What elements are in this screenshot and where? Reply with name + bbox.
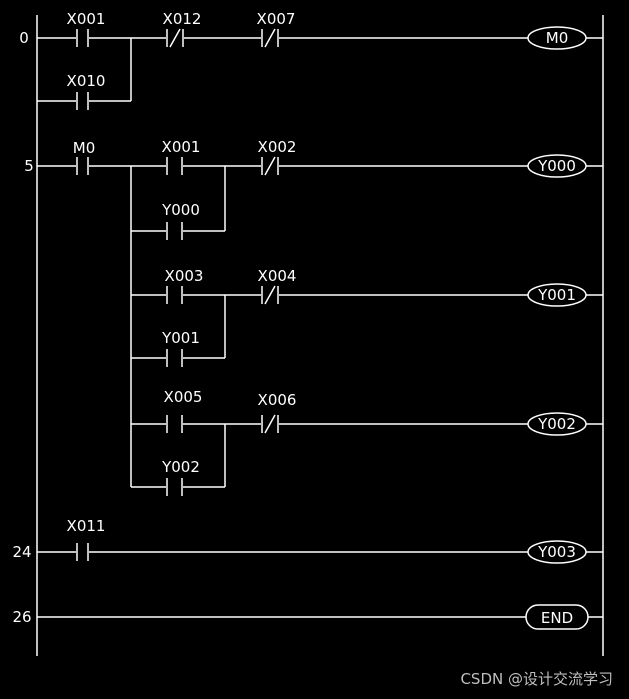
coil-label-y002: Y002 (537, 415, 576, 433)
contact-x012-nc (166, 28, 184, 48)
watermark: CSDN @设计交流学习 (460, 670, 613, 688)
label-x005: X005 (164, 388, 203, 406)
contact-y000-no (166, 222, 183, 240)
end-instruction-box (525, 604, 589, 630)
coil-m0 (527, 26, 587, 50)
contact-x001-no (76, 29, 89, 47)
step-number-24: 24 (12, 543, 31, 561)
end-label: END (541, 609, 573, 627)
label-x002: X002 (258, 138, 297, 156)
label-x006: X006 (258, 391, 297, 409)
contact-x005-no (166, 415, 183, 433)
label-y000: Y000 (161, 201, 200, 219)
coil-y003 (527, 540, 587, 564)
label-x007: X007 (257, 10, 296, 28)
coil-y002 (527, 412, 587, 436)
contact-x004-nc (261, 285, 279, 305)
contact-m0-no (76, 157, 89, 175)
contact-y002-no (166, 478, 183, 496)
coil-y001 (527, 283, 587, 307)
label-x011: X011 (67, 517, 106, 535)
step-number-5: 5 (24, 157, 34, 175)
contact-y001-no (166, 349, 183, 367)
label-m0: M0 (73, 139, 96, 157)
label-x003: X003 (165, 267, 204, 285)
contact-x006-nc (261, 414, 279, 434)
contact-x001-no-rung5 (166, 157, 183, 175)
contact-x002-nc (261, 156, 279, 176)
step-number-26: 26 (12, 608, 31, 626)
label-x001: X001 (67, 10, 106, 28)
step-number-0: 0 (19, 29, 29, 47)
coil-label-m0: M0 (546, 29, 569, 47)
label-y001: Y001 (161, 329, 200, 347)
contact-x010-no (76, 92, 89, 110)
contact-x007-nc (261, 28, 279, 48)
contact-x011-no (76, 543, 89, 561)
label-x012: X012 (163, 10, 202, 28)
label-y002: Y002 (161, 458, 200, 476)
label-x004: X004 (258, 267, 297, 285)
coil-label-y003: Y003 (537, 543, 576, 561)
coil-y000 (527, 154, 587, 178)
contact-x003-no (166, 286, 183, 304)
label-x010: X010 (67, 72, 106, 90)
label-x001-rung5: X001 (162, 138, 201, 156)
coil-label-y001: Y001 (537, 286, 576, 304)
coil-label-y000: Y000 (537, 157, 576, 175)
